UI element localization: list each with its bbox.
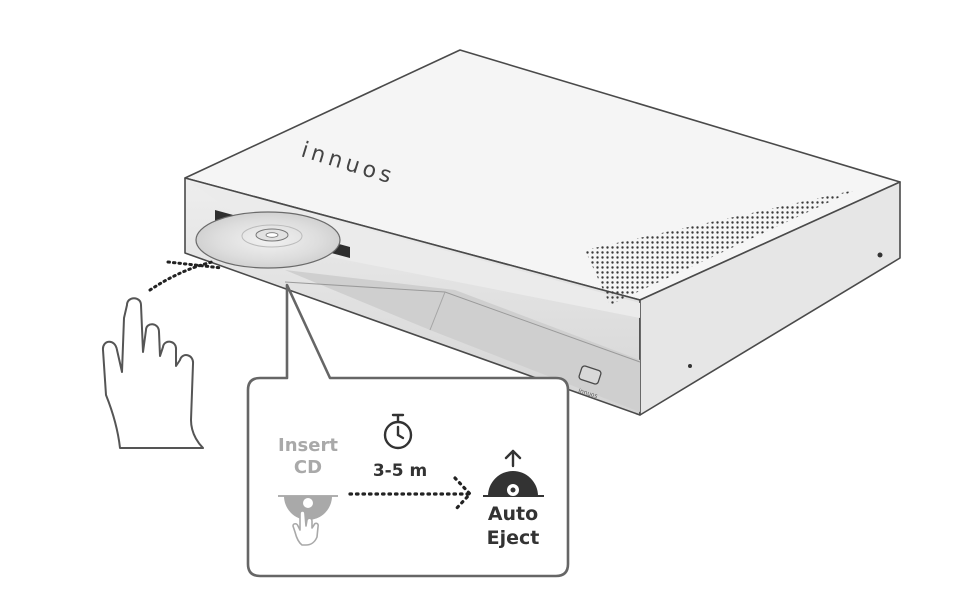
auto-eject-label: Auto Eject	[470, 502, 556, 550]
insert-label-line1: Insert	[278, 435, 338, 456]
power-button[interactable]	[578, 365, 602, 385]
music-server-device	[184, 49, 901, 416]
timer-label: 3-5 m	[372, 461, 428, 481]
hand-pointer-dotted-line	[148, 260, 214, 292]
ventilation-grille	[585, 190, 855, 305]
small-hand-icon	[292, 510, 319, 546]
disc-insert-icon	[278, 495, 338, 546]
eject-label-line1: Auto	[487, 503, 539, 525]
eject-label-line2: Eject	[486, 527, 540, 549]
insert-cd-label: Insert CD	[266, 435, 350, 479]
eject-icon	[483, 471, 544, 497]
hand-pointer-dotted-line-2	[166, 260, 224, 270]
cd-disc	[195, 211, 341, 269]
insert-label-line2: CD	[293, 457, 323, 478]
dotted-arrow-icon	[348, 476, 473, 512]
stopwatch-icon	[383, 413, 413, 450]
hand-icon	[101, 297, 204, 449]
eject-arrow-icon	[504, 449, 522, 468]
